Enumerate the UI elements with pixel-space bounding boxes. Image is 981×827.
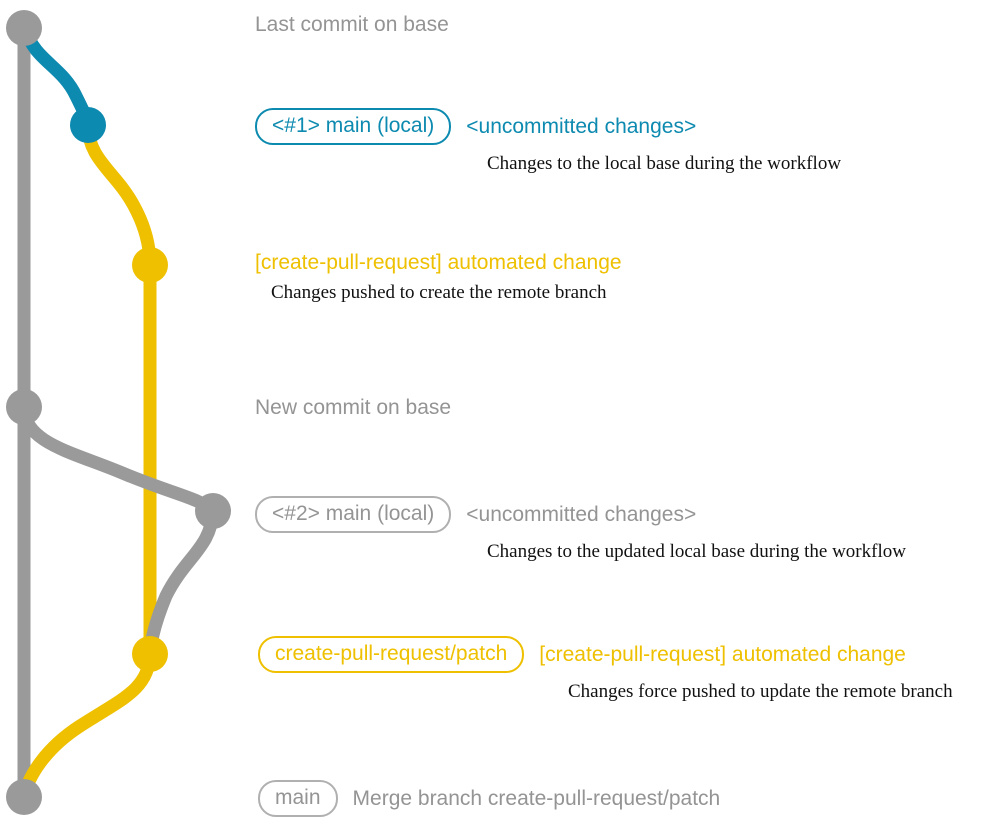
patch-branch-1-line [81,118,157,272]
merge-branch-line [17,647,157,804]
commit-headline: <#1> main (local) <uncommitted changes> [255,108,841,145]
commit-subject: Merge branch create-pull-request/patch [352,786,721,810]
commit-headline: create-pull-request/patch [create-pull-r… [258,636,953,673]
commit-subject: <uncommitted changes> [466,502,697,526]
commit-note: Changes force pushed to update the remot… [568,681,953,702]
commit-node-merge[interactable] [6,779,42,815]
commit-row-automated-change-1: [create-pull-request] automated change C… [255,252,622,304]
commit-subject: <uncommitted changes> [466,114,697,138]
commit-note: Changes pushed to create the remote bran… [271,282,607,303]
commit-subject: [create-pull-request] automated change [539,642,906,666]
commit-headline: [create-pull-request] automated change [255,252,622,274]
patch-branch-2-line [143,504,220,661]
commit-headline: <#2> main (local) <uncommitted changes> [255,496,906,533]
commit-subject: Last commit on base [255,13,449,36]
commit-note: Changes to the local base during the wor… [487,153,842,174]
commit-row-local-2: <#2> main (local) <uncommitted changes> … [255,496,906,562]
commit-row-merge-commit: main Merge branch create-pull-request/pa… [258,780,720,817]
commit-node-patch-2[interactable] [132,636,168,672]
branch-badge-main-local-1[interactable]: <#1> main (local) [255,108,452,145]
commit-row-local-1: <#1> main (local) <uncommitted changes> … [255,108,841,174]
commit-node-local-2[interactable] [195,493,231,529]
commit-node-local-1[interactable] [70,107,106,143]
commit-headline: New commit on base [255,397,451,419]
commit-row-automated-change-2: create-pull-request/patch [create-pull-r… [258,636,953,702]
commit-node-base-2[interactable] [6,389,42,425]
commit-subject: New commit on base [255,396,452,419]
commit-headline: Last commit on base [255,14,449,36]
commit-headline: main Merge branch create-pull-request/pa… [258,780,720,817]
commit-subject: [create-pull-request] automated change [255,251,622,274]
local-branch-2-line [17,400,220,518]
commit-row-new-commit-on-base: New commit on base [255,397,451,419]
commit-node-base-head[interactable] [6,10,42,46]
branch-badge-create-pull-request-patch[interactable]: create-pull-request/patch [258,636,525,673]
branch-badge-main[interactable]: main [258,780,338,817]
branch-badge-main-local-2[interactable]: <#2> main (local) [255,496,452,533]
commit-row-last-commit-on-base: Last commit on base [255,14,449,36]
commit-node-patch-1[interactable] [132,247,168,283]
commit-note: Changes to the updated local base during… [487,541,906,562]
